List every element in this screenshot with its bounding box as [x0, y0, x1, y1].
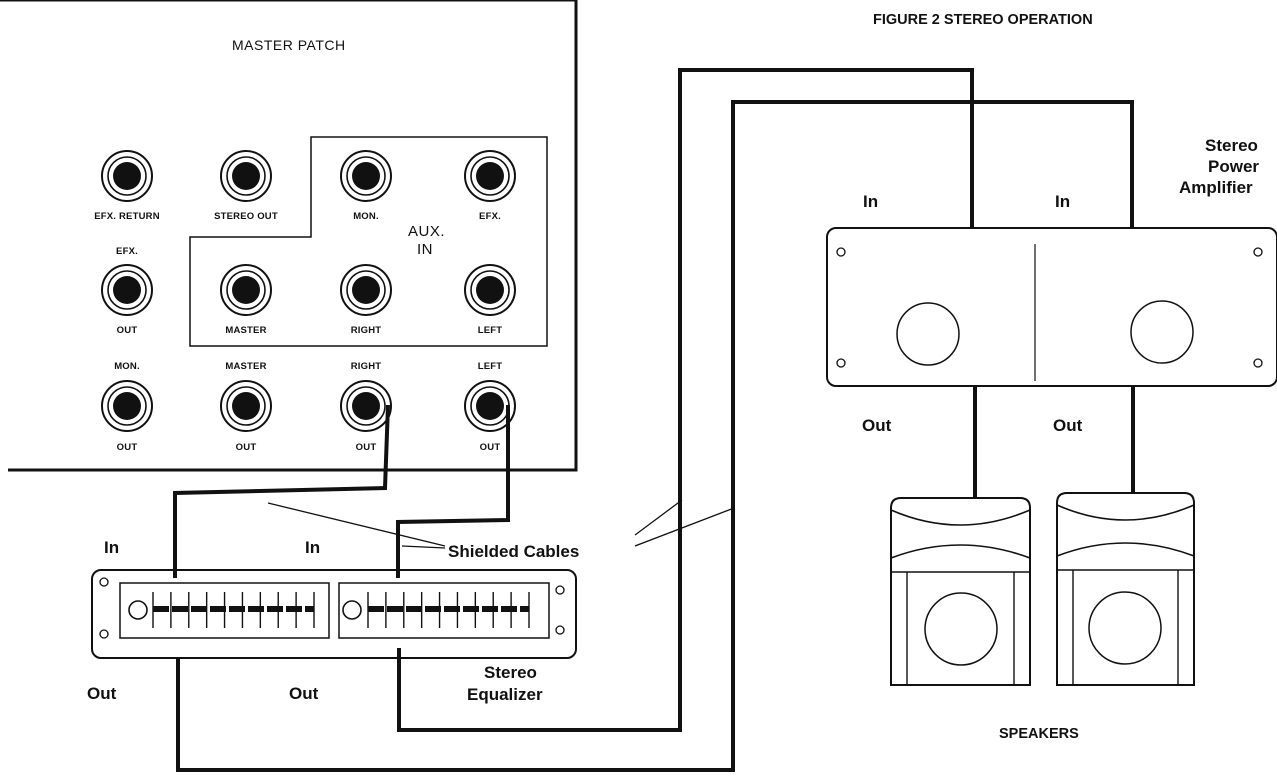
master-patch-panel: MASTER PATCH AUX. IN EFX. RETURN STEREO O…	[0, 0, 578, 472]
jack-bottom-label: STEREO OUT	[214, 211, 278, 222]
patch-jack	[220, 264, 272, 316]
speaker-right	[1056, 492, 1195, 686]
amplifier-chassis	[826, 227, 1277, 387]
aux-in-box	[189, 136, 548, 347]
jack-top-label: RIGHT	[351, 361, 382, 372]
cable-left-out-to-eq	[396, 405, 510, 578]
speakers-label: SPEAKERS	[999, 726, 1079, 742]
patch-jack	[464, 264, 516, 316]
equalizer-right-indicator	[342, 600, 362, 620]
speaker-left	[890, 497, 1031, 686]
amplifier-out-left: Out	[862, 416, 892, 435]
amplifier-right-knob	[1130, 300, 1194, 364]
shielded-cables-label: Shielded Cables	[448, 542, 579, 561]
equalizer-left-indicator	[128, 600, 148, 620]
patch-jack	[220, 150, 272, 202]
amplifier-in-left: In	[863, 192, 878, 211]
master-patch-title: MASTER PATCH	[232, 37, 346, 53]
jack-top-label: LEFT	[478, 361, 503, 372]
amplifier-out-right: Out	[1053, 416, 1083, 435]
equalizer-screw	[555, 585, 565, 595]
jack-bottom-label: OUT	[117, 442, 138, 453]
jack-bottom-label: OUT	[117, 325, 138, 336]
amplifier-left-knob	[896, 302, 960, 366]
equalizer-out-right: Out	[289, 684, 319, 703]
jack-bottom-label: OUT	[236, 442, 257, 453]
equalizer-name-line1: Stereo	[484, 663, 537, 682]
equalizer-right-panel	[338, 582, 550, 639]
patch-jacks: EFX. RETURN STEREO OUT MON. EFX. EFX. OUT MAST…	[94, 150, 516, 453]
amplifier-in-right: In	[1055, 192, 1070, 211]
cable-right-out-to-eq	[173, 404, 390, 578]
equalizer-screw	[99, 577, 109, 587]
equalizer-chassis	[91, 569, 577, 659]
shielded-cables	[173, 68, 1135, 772]
equalizer-in-right: In	[305, 538, 320, 557]
equalizer-name-line2: Equalizer	[467, 685, 543, 704]
patch-jack	[101, 380, 153, 432]
amplifier-screw	[1253, 358, 1263, 368]
equalizer-sliders	[152, 592, 530, 628]
patch-jack	[220, 380, 272, 432]
shielded-cables-callout: Shielded Cables	[267, 499, 735, 561]
aux-label-line1: AUX.	[408, 223, 445, 240]
patch-jack	[101, 150, 153, 202]
equalizer-screw	[99, 629, 109, 639]
amplifier-screw	[836, 247, 846, 257]
jack-bottom-label: EFX.	[479, 211, 501, 222]
cable-eq-left-out-to-amp	[176, 100, 1134, 772]
amplifier-name-line1: Stereo	[1205, 136, 1258, 155]
amplifier-screw	[836, 358, 846, 368]
patch-jack	[340, 380, 392, 432]
amplifier-name-line3: Amplifier	[1179, 178, 1253, 197]
figure-title: FIGURE 2 STEREO OPERATION	[873, 12, 1093, 28]
equalizer-screw	[555, 625, 565, 635]
jack-top-label: MON.	[114, 361, 140, 372]
jack-bottom-label: LEFT	[478, 325, 503, 336]
equalizer-out-left: Out	[87, 684, 117, 703]
jack-bottom-label: MON.	[353, 211, 379, 222]
speakers: SPEAKERS	[890, 492, 1195, 742]
jack-bottom-label: OUT	[480, 442, 501, 453]
jack-bottom-label: EFX. RETURN	[94, 211, 160, 222]
amplifier-name-line2: Power	[1208, 157, 1259, 176]
amplifier-screw	[1253, 247, 1263, 257]
equalizer-in-left: In	[104, 538, 119, 557]
equalizer-left-panel	[119, 582, 330, 639]
aux-label-line2: IN	[417, 241, 433, 258]
stereo-power-amplifier: Stereo Power Amplifier In In Out Out	[826, 136, 1277, 435]
jack-bottom-label: RIGHT	[351, 325, 382, 336]
patch-jack	[464, 150, 516, 202]
patch-jack	[101, 264, 153, 316]
stereo-equalizer: In In Out Out Stereo Equalizer	[87, 538, 577, 704]
jack-top-label: EFX.	[116, 246, 138, 257]
patch-jack	[340, 150, 392, 202]
jack-bottom-label: MASTER	[225, 325, 266, 336]
cable-eq-right-out-to-amp	[397, 68, 974, 732]
jack-top-label: MASTER	[225, 361, 266, 372]
jack-bottom-label: OUT	[356, 442, 377, 453]
patch-jack	[340, 264, 392, 316]
